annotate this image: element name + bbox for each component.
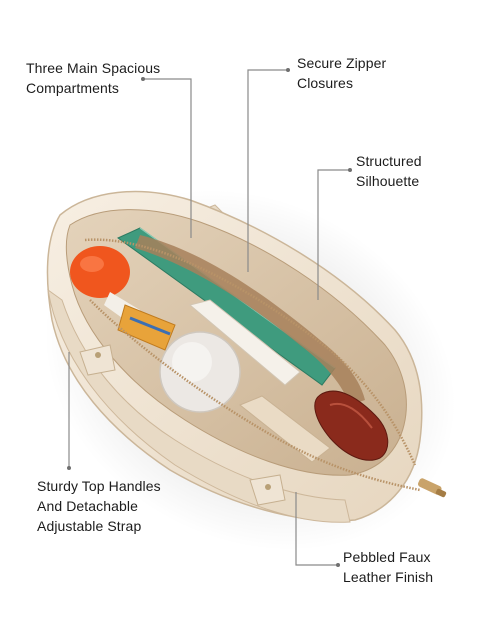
- callout-handles: Sturdy Top Handles And Detachable Adjust…: [37, 476, 161, 536]
- document-icon: [188, 299, 301, 386]
- callout-silhouette-line-1: Structured: [356, 153, 422, 169]
- callout-leather-line-1: Pebbled Faux: [343, 549, 431, 565]
- callout-compartments-line-1: Three Main Spacious: [26, 60, 161, 76]
- strap-clip-bottom-icon: [249, 474, 286, 506]
- zipper-track: [84, 238, 417, 466]
- callout-zipper-line-2: Closures: [297, 75, 354, 91]
- callout-leather: Pebbled Faux Leather Finish: [343, 547, 433, 587]
- callout-compartments: Three Main Spacious Compartments: [26, 58, 160, 98]
- callout-zipper-line-1: Secure Zipper: [297, 55, 387, 71]
- cosmetic-tube-icon: [117, 304, 176, 351]
- callout-handles-line-1: Sturdy Top Handles: [37, 478, 161, 494]
- callout-leather-line-2: Leather Finish: [343, 569, 434, 585]
- callout-handles-line-2: And Detachable: [37, 498, 139, 514]
- callout-silhouette-line-2: Silhouette: [356, 173, 420, 189]
- zipper-pull-icon: [417, 478, 447, 498]
- red-wallet-icon: [314, 390, 389, 461]
- callout-silhouette: Structured Silhouette: [356, 151, 422, 191]
- round-compact-icon: [159, 331, 241, 413]
- callout-zipper: Secure Zipper Closures: [297, 53, 386, 93]
- strap-clip-icon: [79, 344, 116, 376]
- callout-leaders: [67, 68, 352, 567]
- orange-bottle-icon: [70, 246, 140, 325]
- callout-compartments-line-2: Compartments: [26, 80, 120, 96]
- callout-handles-line-3: Adjustable Strap: [37, 518, 142, 534]
